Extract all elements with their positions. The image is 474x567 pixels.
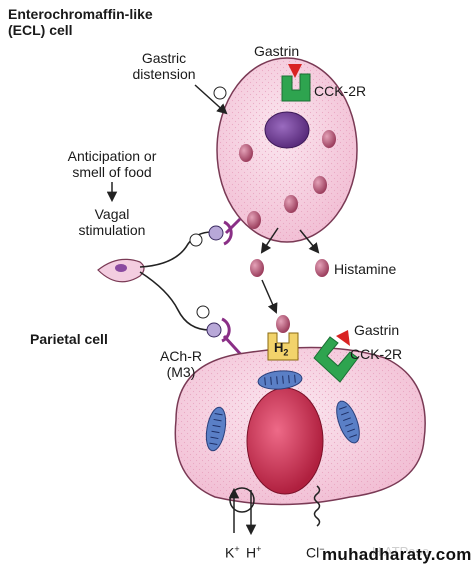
histamine-granule-right xyxy=(315,259,329,277)
vagal-line2: stimulation xyxy=(78,222,146,238)
faint-atpase-text: H ATPase xyxy=(372,544,430,559)
ecl-nucleus xyxy=(264,111,310,149)
histamine-label: Histamine xyxy=(334,261,397,277)
gastrin-label-top: Gastrin xyxy=(254,43,300,59)
kh-pump xyxy=(228,487,257,536)
release-arrow-right xyxy=(299,229,320,254)
ecl-title-line1: Enterochromaffin-like xyxy=(8,6,153,22)
histamine-bound-granule xyxy=(276,315,290,333)
ecl-title-line2: (ECL) cell xyxy=(8,22,73,38)
gastrin-triangle-bottom xyxy=(336,330,350,346)
gastric-distension-label: Gastric distension xyxy=(122,50,206,82)
h2-subscript: 2 xyxy=(283,347,289,358)
gastric-distension-line2: distension xyxy=(132,66,196,82)
plus-sign-distension xyxy=(213,86,227,100)
cl-channel-squiggle xyxy=(313,485,321,527)
mitochondria xyxy=(205,370,360,452)
watermark: muhadharaty.com xyxy=(322,545,472,564)
potassium-charge: + xyxy=(234,544,240,554)
chloride-symbol: Cl xyxy=(306,544,320,561)
ecl-cell xyxy=(216,57,358,243)
histamine-granule-left xyxy=(250,259,264,277)
parietal-cell-title: Parietal cell xyxy=(30,331,108,347)
plus-sign-vagal-parietal xyxy=(196,305,210,319)
ecl-cell-title: Enterochromaffin-like (ECL) cell xyxy=(8,6,153,38)
distension-arrow xyxy=(194,84,228,115)
achr-line2: (M3) xyxy=(166,364,196,380)
gastrin-label-bottom: Gastrin xyxy=(354,322,400,338)
cck2r-label-bottom: CCK-2R xyxy=(350,346,403,362)
histamine-to-h2-arrow xyxy=(261,279,278,314)
vagal-line1: Vagal xyxy=(94,206,130,222)
anticipation-line1: Anticipation or xyxy=(67,148,157,164)
hydrogen-ion-label: H+ xyxy=(246,541,261,561)
gastrin-triangle-top xyxy=(288,64,302,78)
achr-line1: ACh-R xyxy=(159,348,202,364)
cck2r-receptor-top xyxy=(281,73,311,102)
ecl-synapse xyxy=(208,217,242,246)
gastric-distension-line1: Gastric xyxy=(141,50,187,66)
vagal-neuron xyxy=(97,231,213,331)
chloride-charge: − xyxy=(319,544,325,554)
h2-receptor xyxy=(267,332,299,361)
h2-letter: H xyxy=(274,340,284,355)
anticipation-line2: smell of food xyxy=(72,164,152,180)
cck2r-label-top: CCK-2R xyxy=(314,83,367,99)
ach-receptor-label: ACh-R (M3) xyxy=(150,348,212,380)
h2-receptor-label: H2 xyxy=(274,340,288,361)
potassium-ion-label: K+ xyxy=(225,541,240,561)
hydrogen-charge: + xyxy=(256,544,262,554)
vagal-stimulation-label: Vagal stimulation xyxy=(62,206,162,238)
hydrogen-symbol: H xyxy=(246,544,257,561)
anticipation-label: Anticipation or smell of food xyxy=(55,148,169,180)
potassium-symbol: K xyxy=(225,544,235,561)
parietal-nucleus xyxy=(246,387,324,495)
release-arrow-left xyxy=(260,227,279,254)
cck2r-receptor-bottom xyxy=(313,336,359,383)
ecl-granules xyxy=(239,130,336,229)
parietal-synapse xyxy=(206,317,246,360)
chloride-ion-label: Cl− xyxy=(306,541,325,561)
plus-sign-vagal-ecl xyxy=(189,233,203,247)
